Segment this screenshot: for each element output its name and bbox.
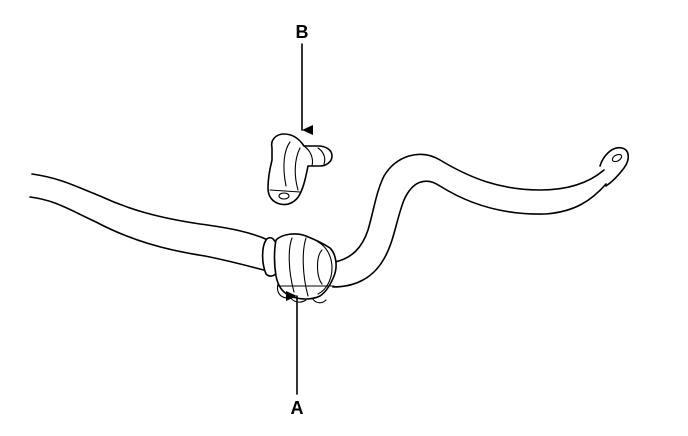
stabilizer-bar <box>29 146 630 288</box>
label-a: A <box>291 398 304 418</box>
bushing-b <box>267 133 333 206</box>
label-b: B <box>296 22 309 42</box>
bushing-a <box>261 233 337 304</box>
